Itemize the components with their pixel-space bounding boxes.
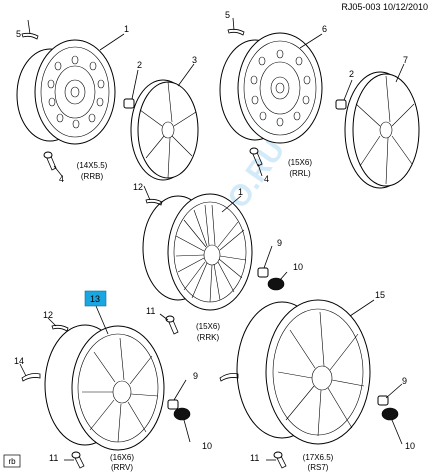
center-cap-10b [173, 407, 191, 421]
callout-12a: 12 [133, 182, 143, 192]
callout-4b: 4 [264, 174, 269, 184]
balance-weight-14b [219, 373, 239, 382]
valve-stem-11c [273, 451, 287, 469]
lug-nut-9 [257, 267, 269, 278]
center-cap-10c [381, 407, 399, 421]
wheel5-code: (RS7) [308, 463, 329, 472]
callout-10a: 10 [293, 262, 303, 272]
callout-11a: 11 [146, 306, 155, 316]
callout-11b: 11 [49, 453, 58, 463]
valve-stem-11 [165, 315, 179, 335]
balance-weight-5b [227, 28, 245, 36]
balance-weight-14 [21, 373, 41, 382]
lug-nut-2b [335, 99, 347, 110]
callout-1b: 1 [238, 187, 243, 197]
balance-weight-12b [51, 324, 69, 332]
valve-stem-11b [71, 451, 85, 469]
wheel4-code: (RRV) [111, 463, 133, 472]
callout-9a: 9 [277, 238, 282, 248]
wheel3-code: (RRK) [197, 333, 220, 342]
callout-2: 2 [137, 60, 142, 70]
footer-rb-label: rb [8, 457, 16, 466]
balance-weight-5 [21, 32, 39, 40]
wheel-cover-7 [344, 71, 420, 189]
callout-7: 7 [403, 55, 408, 65]
callout-15: 15 [375, 290, 385, 300]
callout-9b: 9 [193, 371, 198, 381]
wheel-labels: (14X5.5) (RRB) (15X6) (RRL) (15X6) (RRK)… [77, 158, 334, 472]
wheel-cover-3 [130, 79, 199, 181]
callout-11c: 11 [250, 453, 259, 463]
wheel2-size: (15X6) [288, 158, 312, 167]
diagram-reference: RJ05-003 10/12/2010 [341, 2, 428, 12]
callout-1: 1 [124, 24, 129, 34]
lug-nut-9b [167, 399, 179, 410]
wheel3-size: (15X6) [196, 322, 220, 331]
callouts: 1 2 3 4 5 5 6 2 7 4 12 1 9 10 11 12 13 1… [14, 10, 415, 463]
center-cap-10 [267, 277, 285, 291]
lug-nut-2 [123, 98, 135, 109]
alloy-wheel-16 [44, 324, 165, 451]
footer-box [3, 454, 21, 468]
wheel4-size: (16X6) [110, 453, 134, 462]
callout-5: 5 [16, 29, 21, 39]
callout-4: 4 [59, 174, 64, 184]
callout-10b: 10 [202, 441, 212, 451]
callout-13: 13 [90, 294, 100, 304]
callout-12b: 12 [43, 310, 53, 320]
alloy-wheel-17 [236, 299, 371, 445]
callout-9c: 9 [402, 376, 407, 386]
callout-10c: 10 [405, 441, 415, 451]
callout-3: 3 [192, 55, 197, 65]
wheel5-size: (17X6.5) [303, 453, 334, 462]
callout-highlight-13 [84, 290, 107, 307]
balance-weight-12 [145, 198, 163, 206]
wheel1-code: (RRB) [81, 172, 104, 181]
wheel2-code: (RRL) [289, 169, 311, 178]
callout-14: 14 [14, 356, 24, 366]
steel-wheel-14 [16, 39, 116, 145]
steel-wheel-15 [219, 32, 323, 144]
valve-stem-4b [249, 147, 263, 167]
wheel1-size: (14X5.5) [77, 161, 108, 170]
callout-2b: 2 [349, 69, 354, 79]
lug-nut-9c [377, 395, 389, 406]
leader-lines [19, 17, 405, 461]
callout-5b: 5 [225, 10, 230, 20]
valve-stem-4 [43, 151, 57, 171]
alloy-wheel-15 [142, 193, 253, 311]
callout-6: 6 [322, 24, 327, 34]
